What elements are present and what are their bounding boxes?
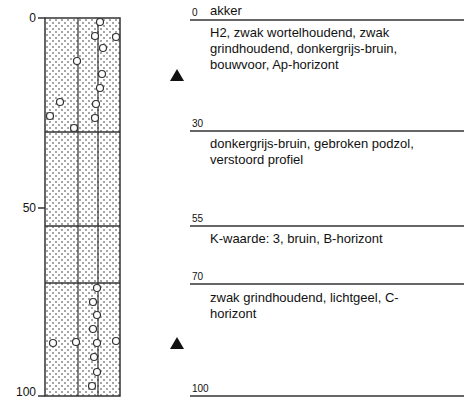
depth-tick-label: 0 <box>29 11 36 25</box>
layer-description: H2, zwak wortelhoudend, zwak grindhouden… <box>210 25 430 73</box>
gravel-symbols <box>47 19 120 390</box>
layer-depth: 100 <box>192 383 209 395</box>
sample-markers <box>170 69 184 349</box>
layer-description: zwak grindhoudend, lichtgeel, C-horizont <box>210 290 430 322</box>
layer-depth: 0 <box>192 7 198 19</box>
layer-description: K-waarde: 3, bruin, B-horizont <box>210 231 430 247</box>
layer-depth: 30 <box>192 118 203 130</box>
depth-tick-label: 100 <box>16 385 36 399</box>
depth-tick-label: 50 <box>23 201 36 215</box>
layer-boundaries <box>190 20 464 396</box>
boring-column <box>45 18 120 396</box>
layer-depth: 70 <box>192 271 203 283</box>
layer-depth: 55 <box>192 213 203 225</box>
depth-axis <box>38 18 45 396</box>
land-use: akker <box>210 3 242 19</box>
layer-description: donkergrijs-bruin, gebroken podzol, vers… <box>210 136 430 168</box>
